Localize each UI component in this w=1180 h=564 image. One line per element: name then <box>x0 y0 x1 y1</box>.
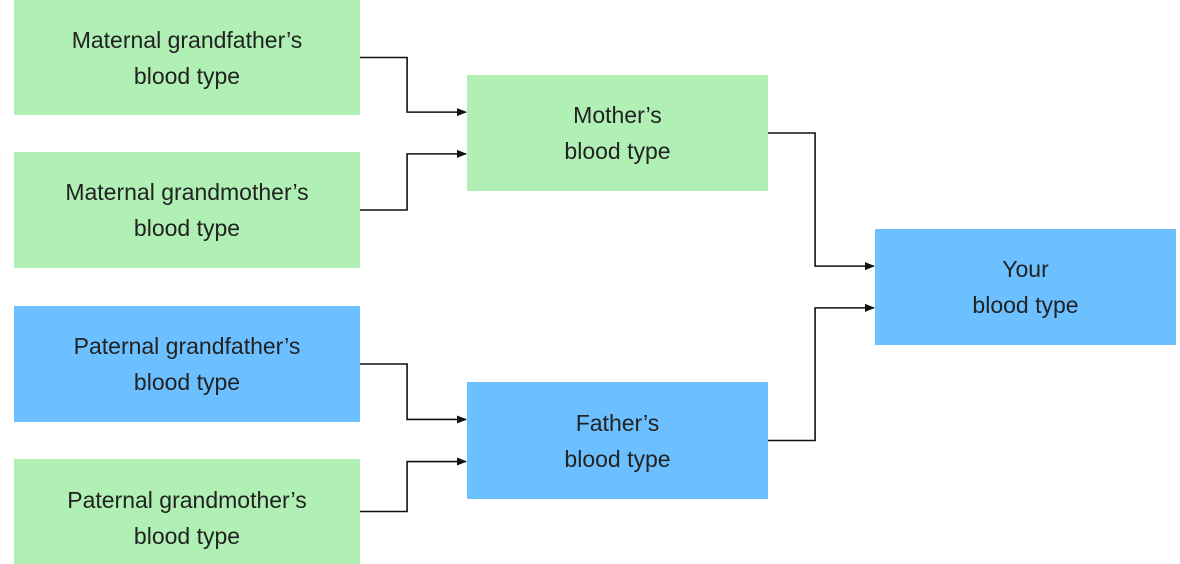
connector-paternal_grandmother-to-father <box>360 457 467 513</box>
paternal-grandmother-label: Paternal grandmother’s blood type <box>67 470 307 554</box>
your-label: Your blood type <box>972 251 1078 323</box>
maternal-grandmother-label-line1: Maternal grandmother’s <box>65 179 309 205</box>
connector-paternal_grandfather-to-father <box>360 363 467 424</box>
paternal-grandfather-label: Paternal grandfather’s blood type <box>74 328 301 400</box>
paternal-grandmother-node: Paternal grandmother’s blood type <box>14 459 360 564</box>
paternal-grandfather-label-line1: Paternal grandfather’s <box>73 333 301 359</box>
father-node: Father’s blood type <box>467 382 768 499</box>
mother-label: Mother’s blood type <box>564 97 670 169</box>
your-label-line1: Your <box>1002 256 1049 282</box>
mother-label-line1: Mother’s <box>573 102 662 128</box>
paternal-grandfather-node: Paternal grandfather’s blood type <box>14 306 360 422</box>
maternal-grandmother-label: Maternal grandmother’s blood type <box>65 174 308 246</box>
your-label-line2: blood type <box>972 292 1079 318</box>
connector-maternal_grandmother-to-mother <box>360 149 467 211</box>
connector-maternal_grandfather-to-mother <box>360 56 467 117</box>
maternal-grandmother-node: Maternal grandmother’s blood type <box>14 152 360 268</box>
father-label: Father’s blood type <box>564 405 670 477</box>
mother-node: Mother’s blood type <box>467 75 768 191</box>
connector-father-to-you <box>768 303 875 442</box>
maternal-grandfather-node: Maternal grandfather’s blood type <box>14 0 360 115</box>
maternal-grandmother-label-line2: blood type <box>133 215 241 241</box>
paternal-grandmother-label-line1: Paternal grandmother’s <box>67 486 307 513</box>
paternal-grandfather-label-line2: blood type <box>133 369 241 395</box>
maternal-grandfather-label-line1: Maternal grandfather’s <box>71 26 303 53</box>
father-label-line1: Father’s <box>575 409 660 436</box>
paternal-grandmother-label-line2: blood type <box>133 522 241 549</box>
father-label-line2: blood type <box>564 445 671 472</box>
mother-label-line2: blood type <box>564 138 671 164</box>
your-node: Your blood type <box>875 229 1176 345</box>
maternal-grandfather-label-line2: blood type <box>133 62 241 89</box>
maternal-grandfather-label: Maternal grandfather’s blood type <box>72 22 303 94</box>
connector-mother-to-you <box>768 132 875 271</box>
